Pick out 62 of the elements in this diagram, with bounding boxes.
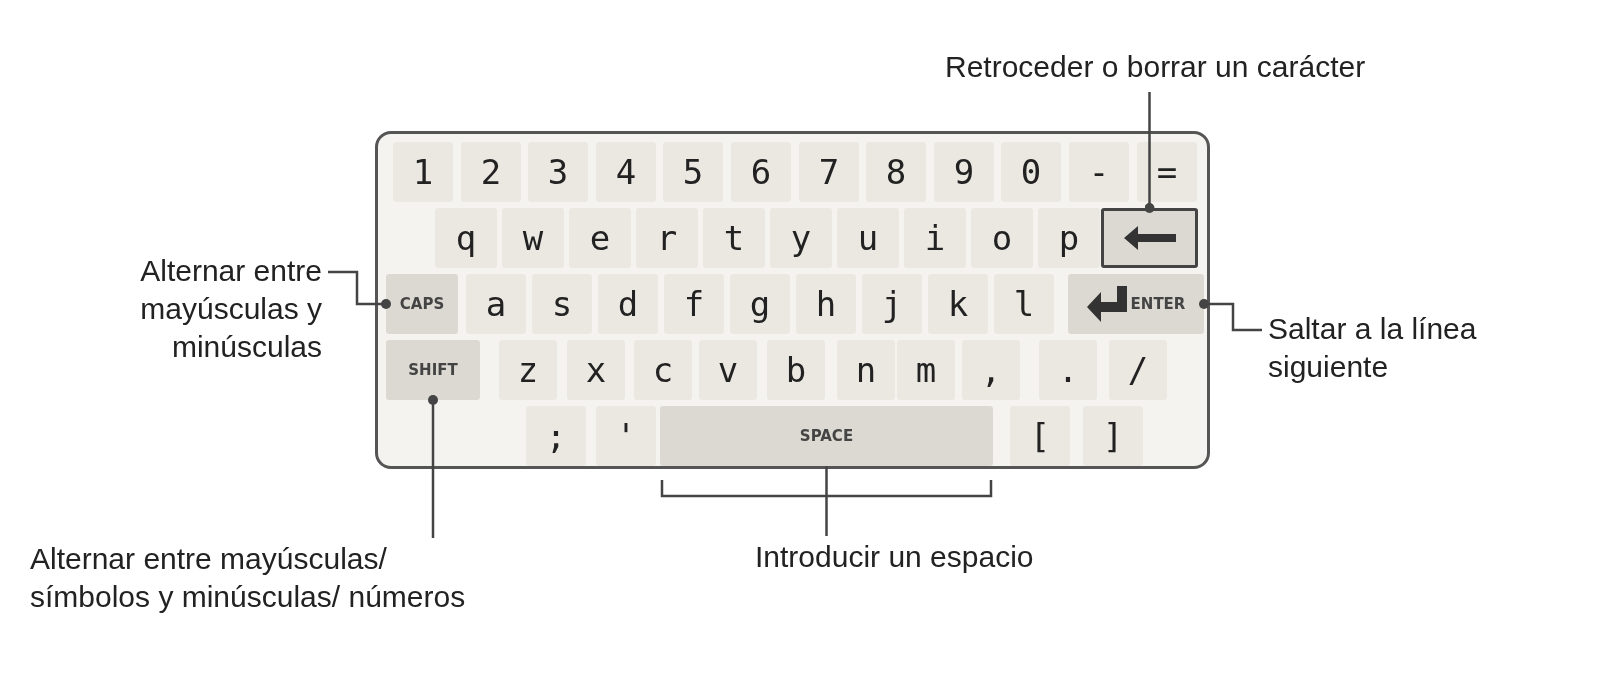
keyboard-key: /	[1109, 340, 1167, 400]
keyboard-key: m	[897, 340, 955, 400]
keyboard-key: 6	[731, 142, 791, 202]
keyboard-key: i	[904, 208, 966, 268]
keyboard-key: '	[596, 406, 656, 466]
keyboard-key: 7	[799, 142, 859, 202]
keyboard-key: SHIFT	[386, 340, 480, 400]
keyboard-key: 4	[596, 142, 656, 202]
keyboard-key: v	[699, 340, 757, 400]
keyboard-key: z	[499, 340, 557, 400]
callout-text: Retroceder o borrar un carácter	[945, 48, 1366, 86]
keyboard-key	[1101, 208, 1198, 268]
keyboard-key: ;	[526, 406, 586, 466]
keyboard-key: CAPS	[386, 274, 458, 334]
key-label: ENTER	[1130, 295, 1186, 313]
keyboard-key	[1068, 274, 1204, 334]
keyboard-key: h	[796, 274, 856, 334]
keyboard-key: e	[569, 208, 631, 268]
keyboard-key: b	[767, 340, 825, 400]
keyboard-key: 9	[934, 142, 994, 202]
keyboard-key: 5	[663, 142, 723, 202]
keyboard-key: g	[730, 274, 790, 334]
keyboard-key: ]	[1083, 406, 1143, 466]
keyboard-key: s	[532, 274, 592, 334]
keyboard-key: x	[567, 340, 625, 400]
keyboard-key: w	[502, 208, 564, 268]
keyboard-key: c	[634, 340, 692, 400]
leader-line	[1199, 299, 1262, 332]
keyboard-key: 1	[393, 142, 453, 202]
callout-text: Alternar entre mayúsculas y minúsculas	[60, 252, 322, 366]
keyboard-key: y	[770, 208, 832, 268]
keyboard-key: f	[664, 274, 724, 334]
keyboard-key: 2	[461, 142, 521, 202]
keyboard-key: =	[1137, 142, 1197, 202]
keyboard-drawing	[375, 131, 1210, 469]
keyboard-key: j	[862, 274, 922, 334]
keyboard-key: ,	[962, 340, 1020, 400]
callout-text: Alternar entre mayúsculas/ símbolos y minúsculas/ números	[30, 540, 500, 616]
keyboard-key: l	[994, 274, 1054, 334]
keyboard-key: d	[598, 274, 658, 334]
keyboard-key: a	[466, 274, 526, 334]
keyboard-key: k	[928, 274, 988, 334]
callout-text: Introducir un espacio	[755, 538, 1034, 576]
keyboard-key: o	[971, 208, 1033, 268]
keyboard-key: q	[435, 208, 497, 268]
keyboard-key: p	[1038, 208, 1100, 268]
leader-line	[825, 466, 828, 536]
keyboard-key: 8	[866, 142, 926, 202]
keyboard-key: n	[837, 340, 895, 400]
keyboard-key: t	[703, 208, 765, 268]
keyboard-key: SPACE	[660, 406, 993, 466]
keyboard-key: r	[636, 208, 698, 268]
callout-text: Saltar a la línea siguiente	[1268, 310, 1568, 386]
keyboard-key: 3	[528, 142, 588, 202]
leader-line	[328, 270, 391, 309]
leader-line	[428, 395, 438, 538]
leader-line	[1144, 92, 1155, 213]
keyboard-key: [	[1010, 406, 1070, 466]
keyboard-key: u	[837, 208, 899, 268]
keyboard-key: .	[1039, 340, 1097, 400]
keyboard-key: -	[1069, 142, 1129, 202]
keyboard-key: 0	[1001, 142, 1061, 202]
